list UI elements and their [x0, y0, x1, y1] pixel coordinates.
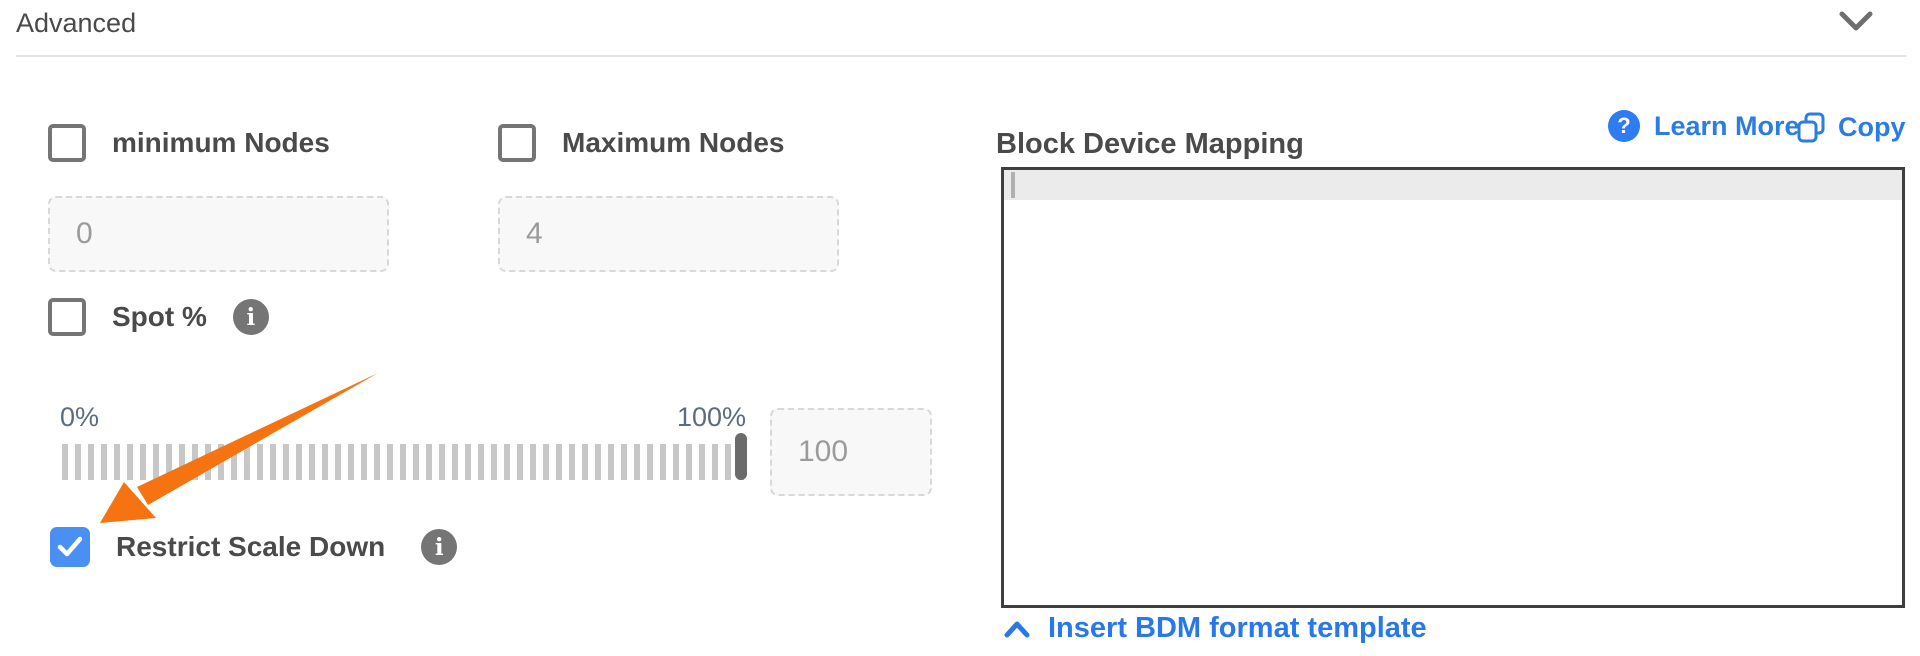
question-mark-icon: ? [1608, 110, 1640, 142]
chevron-up-icon [1004, 621, 1030, 637]
insert-bdm-template-link[interactable]: Insert BDM format template [1004, 612, 1427, 645]
info-icon[interactable]: i [421, 529, 458, 565]
copy-label: Copy [1838, 112, 1906, 142]
learn-more-link[interactable]: ? Learn More [1608, 110, 1800, 142]
max-nodes-input[interactable] [498, 196, 839, 272]
max-nodes-label: Maximum Nodes [562, 127, 785, 158]
editor-active-line [1004, 170, 1902, 200]
insert-bdm-template-label: Insert BDM format template [1048, 612, 1427, 644]
chevron-down-icon[interactable] [1838, 10, 1874, 39]
copy-button[interactable]: Copy [1796, 111, 1906, 144]
min-nodes-input[interactable] [48, 196, 389, 272]
section-divider [16, 55, 1906, 57]
spot-pct-row: Spot % i [48, 298, 269, 336]
min-nodes-row: minimum Nodes [48, 124, 330, 162]
spot-pct-checkbox[interactable] [48, 298, 86, 336]
restrict-scale-down-checkbox[interactable] [50, 527, 90, 567]
max-nodes-checkbox[interactable] [498, 124, 536, 162]
spot-percentage-slider[interactable] [62, 444, 746, 480]
max-nodes-row: Maximum Nodes [498, 124, 785, 162]
min-nodes-label: minimum Nodes [112, 127, 330, 158]
bdm-editor[interactable] [1001, 167, 1905, 608]
info-icon[interactable]: i [232, 299, 269, 335]
slider-max-label: 100% [676, 402, 746, 432]
min-nodes-checkbox[interactable] [48, 124, 86, 162]
restrict-scale-down-row: Restrict Scale Down i [50, 527, 458, 567]
spot-value-input[interactable] [770, 408, 932, 496]
restrict-scale-down-label: Restrict Scale Down [116, 531, 386, 562]
bdm-title: Block Device Mapping [996, 128, 1304, 160]
copy-icon [1797, 112, 1825, 143]
slider-labels: 0% 100% [60, 402, 746, 433]
spot-pct-label: Spot % [112, 301, 207, 332]
slider-min-label: 0% [60, 402, 100, 432]
checkmark-icon [57, 536, 83, 557]
slider-handle[interactable] [735, 433, 747, 480]
section-title: Advanced [16, 8, 137, 38]
text-cursor [1011, 172, 1015, 198]
learn-more-label: Learn More [1654, 110, 1800, 141]
